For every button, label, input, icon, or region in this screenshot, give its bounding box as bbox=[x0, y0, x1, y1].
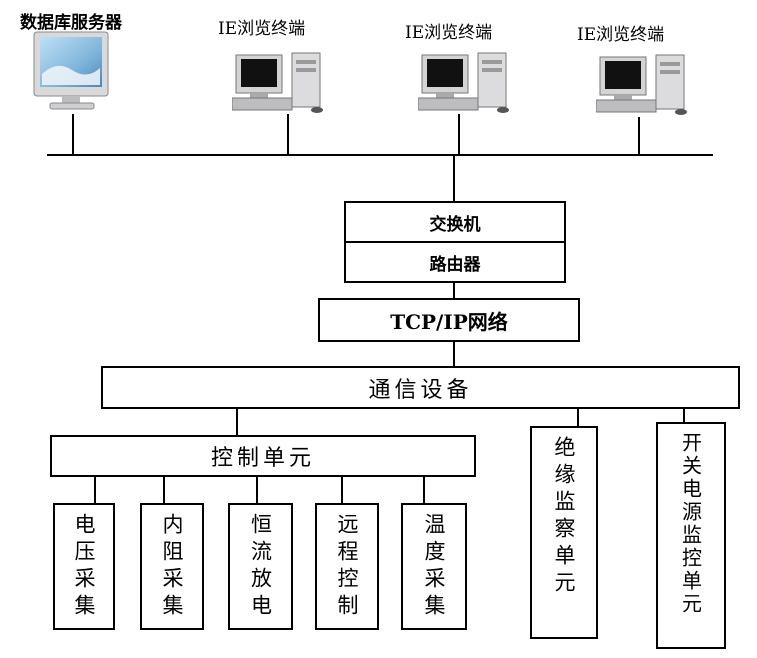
connector-line bbox=[453, 155, 455, 202]
connector-line bbox=[72, 114, 74, 155]
power-supply-monitoring-unit: 开关电源监控单元 bbox=[656, 422, 726, 649]
ie-terminal-label-3: IE浏览终端 bbox=[577, 25, 665, 45]
monitor-icon bbox=[33, 31, 109, 110]
desktop-computer-icon bbox=[232, 52, 323, 113]
desktop-computer-icon bbox=[418, 52, 509, 113]
switch-box: 交换机 bbox=[344, 201, 566, 243]
connector-line bbox=[453, 342, 455, 367]
connector-line bbox=[341, 477, 343, 504]
lan-bus-line bbox=[47, 154, 713, 156]
temperature-collection-unit: 温度采集 bbox=[401, 503, 467, 630]
desktop-computer-icon bbox=[596, 54, 687, 115]
comm-device-box: 通信设备 bbox=[101, 366, 740, 409]
connector-line bbox=[163, 477, 165, 504]
connector-line bbox=[638, 117, 640, 155]
remote-control-unit: 远程控制 bbox=[315, 503, 379, 630]
router-label: 路由器 bbox=[429, 254, 481, 275]
router-box: 路由器 bbox=[344, 241, 566, 283]
connector-line bbox=[453, 283, 455, 299]
ie-terminal-label-2: IE浏览终端 bbox=[405, 23, 493, 43]
control-unit-label: 控制单元 bbox=[210, 446, 315, 471]
connector-line bbox=[256, 477, 258, 504]
connector-line bbox=[683, 409, 685, 423]
connector-line bbox=[287, 114, 289, 155]
switch-label: 交换机 bbox=[429, 214, 481, 235]
connector-line bbox=[236, 409, 238, 436]
tcpip-network-label: TCP/IP网络 bbox=[390, 309, 508, 334]
ie-terminal-label-1: IE浏览终端 bbox=[218, 19, 306, 39]
connector-line bbox=[458, 114, 460, 155]
db-server-label: 数据库服务器 bbox=[20, 13, 122, 33]
resistance-collection-unit: 内阻采集 bbox=[140, 503, 204, 630]
connector-line bbox=[423, 477, 425, 504]
connector-line bbox=[577, 409, 579, 427]
constant-current-discharge-unit: 恒流放电 bbox=[228, 503, 293, 630]
insulation-monitoring-unit: 绝缘监察单元 bbox=[530, 426, 598, 639]
control-unit-box: 控制单元 bbox=[50, 435, 476, 477]
comm-device-label: 通信设备 bbox=[368, 377, 473, 403]
tcpip-network-box: TCP/IP网络 bbox=[318, 298, 580, 342]
connector-line bbox=[94, 477, 96, 504]
voltage-collection-unit: 电压采集 bbox=[53, 503, 115, 630]
